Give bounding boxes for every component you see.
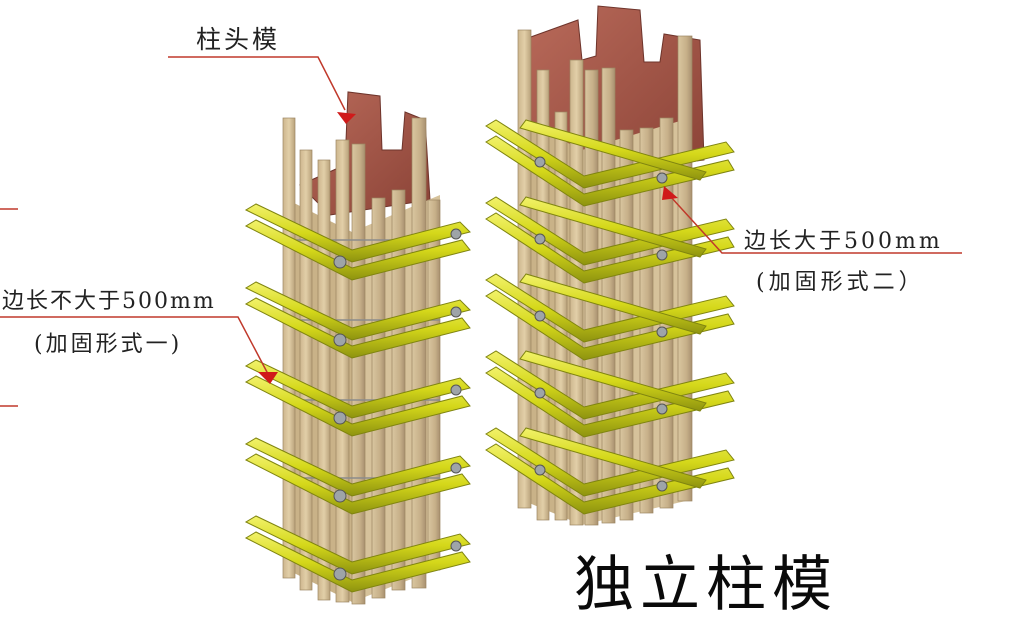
leader-form-one bbox=[0, 316, 269, 375]
arrow-column-head bbox=[337, 112, 356, 124]
label-reinforce-form-two: (加固形式二） bbox=[756, 270, 925, 295]
right-column-steel-pipe-bands bbox=[485, 119, 735, 515]
label-reinforce-form-one: (加固形式一) bbox=[34, 332, 183, 357]
leader-form-two bbox=[669, 195, 962, 254]
label-side-greater-500: 边长大于500mm bbox=[744, 229, 943, 254]
leader-lines bbox=[0, 56, 962, 407]
diagram-title: 独立柱模 bbox=[574, 550, 838, 620]
label-side-not-greater-500: 边长不大于500mm bbox=[2, 289, 216, 314]
leader-column-head bbox=[168, 56, 346, 111]
arrowheads bbox=[258, 112, 678, 384]
arrow-form-two bbox=[662, 186, 678, 200]
arrow-form-one bbox=[258, 372, 278, 384]
left-column-steel-pipe-bands bbox=[244, 203, 471, 593]
label-column-head-form: 柱头模 bbox=[196, 25, 281, 54]
